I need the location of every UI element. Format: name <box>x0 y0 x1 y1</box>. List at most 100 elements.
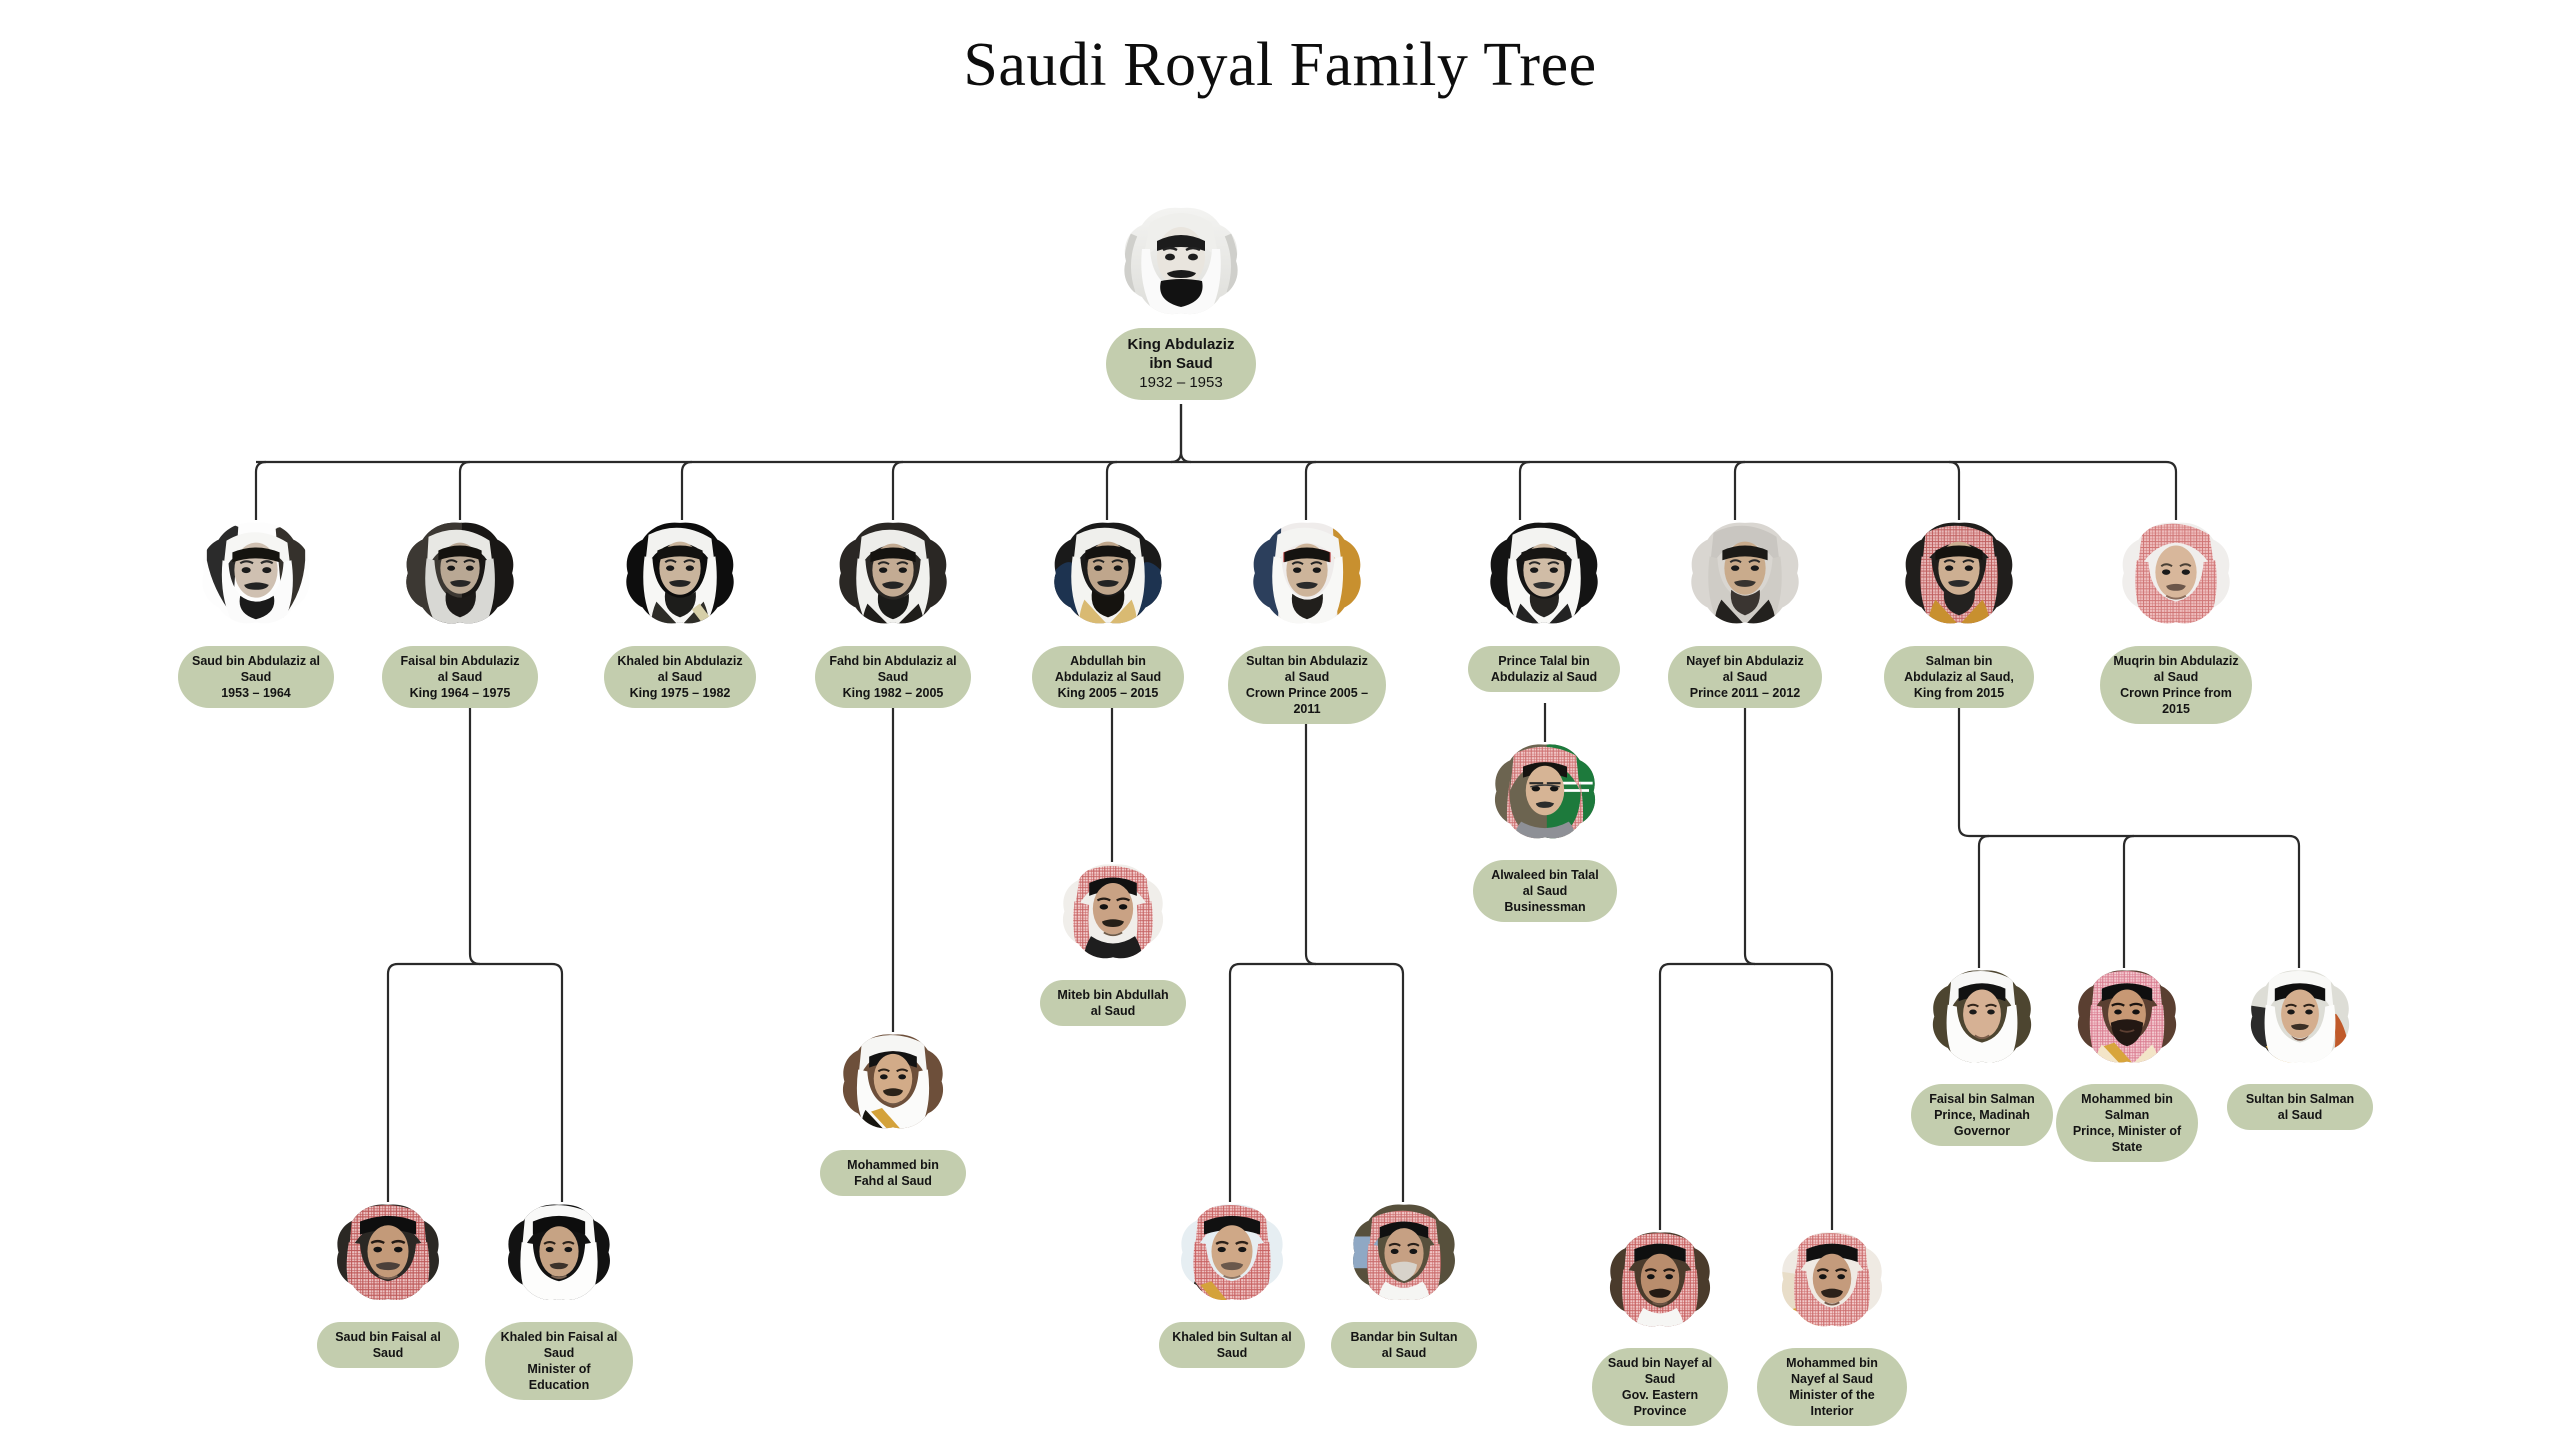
node-mohammed-salman[interactable]: Mohammed bin Salman Prince, Minister of … <box>2056 968 2198 1162</box>
label-subtitle: Minister of the Interior <box>1789 1388 1875 1418</box>
label-abdullah: Abdullah bin Abdulaziz al Saud King 2005… <box>1032 646 1184 708</box>
label-subtitle: Prince, Madinah Governor <box>1934 1108 2030 1138</box>
label-name: Mohammed bin Salman <box>2081 1092 2173 1122</box>
node-muqrin[interactable]: Muqrin bin Abdulaziz al Saud Crown Princ… <box>2100 520 2252 724</box>
node-sultan-salman[interactable]: Sultan bin Salman al Saud <box>2227 968 2373 1130</box>
portrait-faisal <box>401 520 519 636</box>
portrait-sultan <box>1248 520 1366 636</box>
label-name: Sultan bin Abdulaziz al Saud <box>1246 654 1368 684</box>
page-title: Saudi Royal Family Tree <box>963 31 1597 99</box>
label-name: Khaled bin Faisal al Saud <box>500 1330 618 1360</box>
portrait-nayef <box>1686 520 1804 636</box>
label-mohammed-salman: Mohammed bin Salman Prince, Minister of … <box>2056 1084 2198 1162</box>
node-salman[interactable]: Salman bin Abdulaziz al Saud, King from … <box>1884 520 2034 708</box>
label-subtitle: Prince 2011 – 2012 <box>1689 686 1801 700</box>
label-abdulaziz: King Abdulaziz ibn Saud 1932 – 1953 <box>1106 328 1256 400</box>
node-mohammed-fahd[interactable]: Mohammed bin Fahd al Saud <box>820 1032 966 1196</box>
label-name: Faisal bin Salman <box>1929 1092 2035 1106</box>
label-salman: Salman bin Abdulaziz al Saud, King from … <box>1884 646 2034 708</box>
label-miteb: Miteb bin Abdullah al Saud <box>1040 980 1186 1026</box>
node-fahd[interactable]: Fahd bin Abdulaziz al Saud King 1982 – 2… <box>815 520 971 708</box>
node-sultan[interactable]: Sultan bin Abdulaziz al Saud Crown Princ… <box>1228 520 1386 724</box>
label-name: Khaled bin Abdulaziz al Saud <box>617 654 743 684</box>
label-subtitle: 1932 – 1953 <box>1139 374 1223 392</box>
label-mohammed-nayef: Mohammed bin Nayef al Saud Minister of t… <box>1757 1348 1907 1426</box>
portrait-khaled-sultan <box>1176 1202 1288 1312</box>
label-name: King Abdulaziz ibn Saud <box>1127 336 1235 373</box>
label-fahd: Fahd bin Abdulaziz al Saud King 1982 – 2… <box>815 646 971 708</box>
label-faisal-salman: Faisal bin Salman Prince, Madinah Govern… <box>1911 1084 2053 1146</box>
label-sultan-salman: Sultan bin Salman al Saud <box>2227 1084 2373 1130</box>
label-name: Sultan bin Salman al Saud <box>2245 1092 2355 1122</box>
label-subtitle: Businessman <box>1504 900 1586 914</box>
portrait-abdullah <box>1049 520 1167 636</box>
node-saud[interactable]: Saud bin Abdulaziz al Saud 1953 – 1964 <box>178 520 334 708</box>
portrait-mohammed-nayef <box>1777 1230 1887 1338</box>
node-nayef[interactable]: Nayef bin Abdulaziz al Saud Prince 2011 … <box>1668 520 1822 708</box>
node-mohammed-nayef[interactable]: Mohammed bin Nayef al Saud Minister of t… <box>1757 1230 1907 1426</box>
label-bandar-sultan: Bandar bin Sultan al Saud <box>1331 1322 1477 1368</box>
portrait-saud-faisal <box>332 1202 444 1312</box>
node-miteb[interactable]: Miteb bin Abdullah al Saud <box>1040 862 1186 1026</box>
label-subtitle: King 2005 – 2015 <box>1057 686 1159 700</box>
label-sultan: Sultan bin Abdulaziz al Saud Crown Princ… <box>1228 646 1386 724</box>
label-name: Alwaleed bin Talal al Saud <box>1491 868 1599 898</box>
node-faisal-salman[interactable]: Faisal bin Salman Prince, Madinah Govern… <box>1911 968 2053 1146</box>
portrait-khaled-faisal <box>503 1202 615 1312</box>
label-talal: Prince Talal bin Abdulaziz al Saud <box>1468 646 1620 692</box>
portrait-bandar-sultan <box>1348 1202 1460 1312</box>
node-abdullah[interactable]: Abdullah bin Abdulaziz al Saud King 2005… <box>1032 520 1184 708</box>
node-saud-nayef[interactable]: Saud bin Nayef al Saud Gov. Eastern Prov… <box>1592 1230 1728 1426</box>
label-name: Khaled bin Sultan al Saud <box>1172 1330 1292 1360</box>
label-name: Salman bin Abdulaziz al Saud, King from … <box>1904 654 2014 700</box>
label-khaled-faisal: Khaled bin Faisal al Saud Minister of Ed… <box>485 1322 633 1400</box>
label-saud-faisal: Saud bin Faisal al Saud <box>317 1322 459 1368</box>
node-alwaleed[interactable]: Alwaleed bin Talal al Saud Businessman <box>1473 742 1617 922</box>
label-name: Prince Talal bin Abdulaziz al Saud <box>1490 654 1598 684</box>
label-name: Miteb bin Abdullah al Saud <box>1057 988 1169 1018</box>
label-mohammed-fahd: Mohammed bin Fahd al Saud <box>820 1150 966 1196</box>
label-name: Mohammed bin Fahd al Saud <box>847 1158 939 1188</box>
label-name: Bandar bin Sultan al Saud <box>1350 1330 1458 1360</box>
label-subtitle: King 1982 – 2005 <box>842 686 944 700</box>
label-saud-nayef: Saud bin Nayef al Saud Gov. Eastern Prov… <box>1592 1348 1728 1426</box>
portrait-khaled <box>621 520 739 636</box>
label-khaled: Khaled bin Abdulaziz al Saud King 1975 –… <box>604 646 756 708</box>
portrait-saud-nayef <box>1605 1230 1715 1338</box>
label-subtitle: Minister of Education <box>527 1362 591 1392</box>
portrait-muqrin <box>2117 520 2235 636</box>
node-bandar-sultan[interactable]: Bandar bin Sultan al Saud <box>1331 1202 1477 1368</box>
portrait-fahd <box>834 520 952 636</box>
node-talal[interactable]: Prince Talal bin Abdulaziz al Saud <box>1468 520 1620 692</box>
label-name: Saud bin Nayef al Saud <box>1607 1356 1713 1386</box>
node-abdulaziz[interactable]: King Abdulaziz ibn Saud 1932 – 1953 <box>1106 205 1256 400</box>
label-saud: Saud bin Abdulaziz al Saud 1953 – 1964 <box>178 646 334 708</box>
label-subtitle: King 1964 – 1975 <box>409 686 511 700</box>
label-subtitle: Gov. Eastern Province <box>1621 1388 1699 1418</box>
label-name: Saud bin Faisal al Saud <box>335 1330 441 1360</box>
label-name: Nayef bin Abdulaziz al Saud <box>1686 654 1804 684</box>
portrait-mohammed-salman <box>2073 968 2181 1074</box>
label-name: Mohammed bin Nayef al Saud <box>1786 1356 1878 1386</box>
label-alwaleed: Alwaleed bin Talal al Saud Businessman <box>1473 860 1617 922</box>
label-name: Abdullah bin Abdulaziz al Saud <box>1054 654 1162 684</box>
label-muqrin: Muqrin bin Abdulaziz al Saud Crown Princ… <box>2100 646 2252 724</box>
label-khaled-sultan: Khaled bin Sultan al Saud <box>1159 1322 1305 1368</box>
node-faisal[interactable]: Faisal bin Abdulaziz al Saud King 1964 –… <box>382 520 538 708</box>
label-name: Saud bin Abdulaziz al Saud <box>191 654 320 684</box>
label-faisal: Faisal bin Abdulaziz al Saud King 1964 –… <box>382 646 538 708</box>
portrait-mohammed-fahd <box>838 1032 948 1140</box>
label-subtitle: Prince, Minister of State <box>2072 1124 2182 1154</box>
node-saud-faisal[interactable]: Saud bin Faisal al Saud <box>317 1202 459 1368</box>
portrait-abdulaziz <box>1116 205 1246 320</box>
node-khaled[interactable]: Khaled bin Abdulaziz al Saud King 1975 –… <box>604 520 756 708</box>
label-subtitle: Crown Prince from 2015 <box>2120 686 2232 716</box>
label-subtitle: Crown Prince 2005 – 2011 <box>1245 686 1369 716</box>
node-khaled-sultan[interactable]: Khaled bin Sultan al Saud <box>1159 1202 1305 1368</box>
node-khaled-faisal[interactable]: Khaled bin Faisal al Saud Minister of Ed… <box>485 1202 633 1400</box>
label-name: Faisal bin Abdulaziz al Saud <box>400 654 520 684</box>
label-subtitle: King 1975 – 1982 <box>629 686 731 700</box>
label-name: Fahd bin Abdulaziz al Saud <box>829 654 957 684</box>
portrait-talal <box>1485 520 1603 636</box>
